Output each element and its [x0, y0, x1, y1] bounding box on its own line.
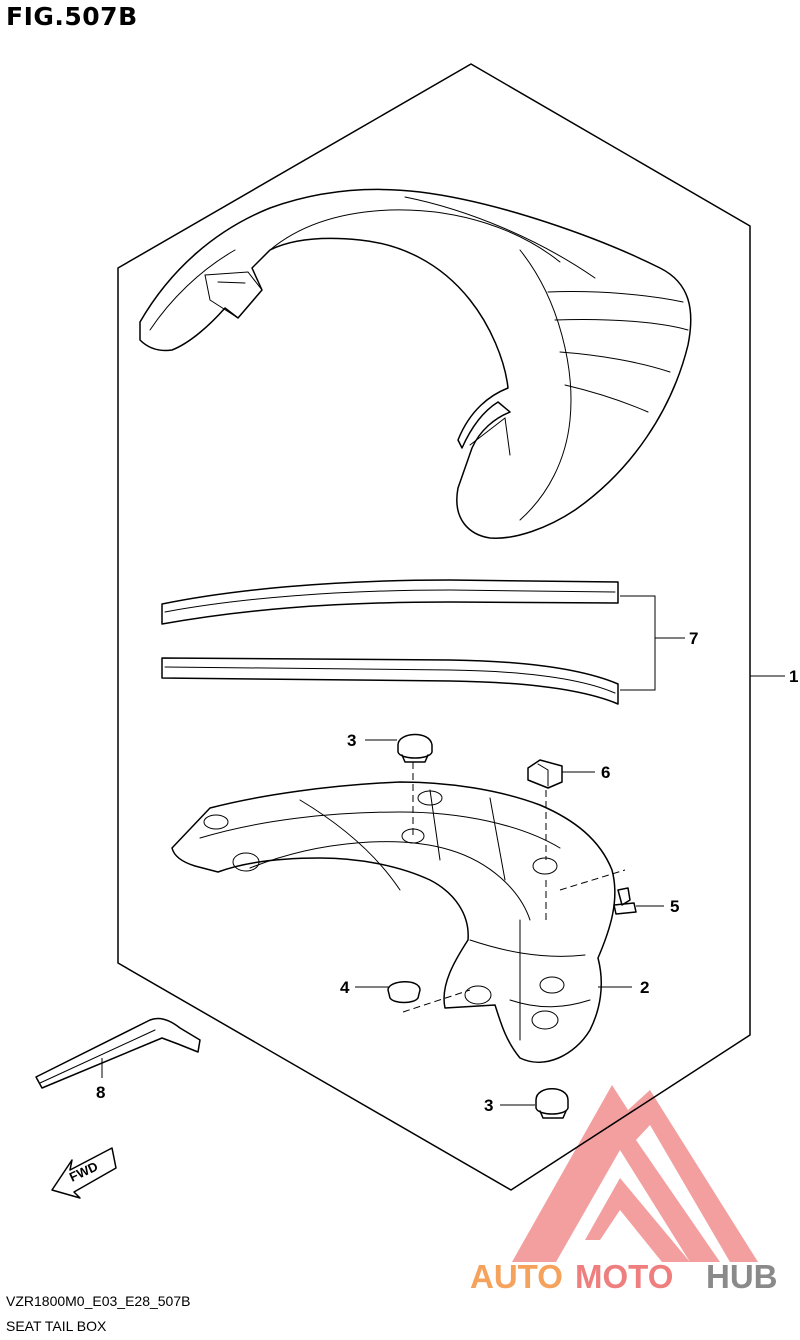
figure-title: FIG.507B	[6, 2, 138, 31]
trim-strip-lower	[161, 657, 619, 705]
watermark-text-moto: MOTO	[575, 1258, 673, 1295]
callout-4: 4	[340, 978, 350, 997]
assembly-line-bolt	[559, 869, 626, 891]
seat-tail-box-frame	[171, 781, 616, 1063]
watermark-text-auto: AUTO	[470, 1258, 563, 1295]
hex-key	[35, 1017, 201, 1089]
assembly-boundary	[117, 63, 751, 1191]
diagram-code: VZR1800M0_E03_E28_507B	[6, 1293, 191, 1309]
callout-1: 1	[789, 667, 798, 686]
watermark-text: AUTO MOTO HUB	[470, 1258, 778, 1295]
callout-3-upper: 3	[347, 731, 356, 750]
leader-7	[620, 595, 685, 691]
callout-3-lower: 3	[484, 1096, 493, 1115]
washer-cushion	[387, 981, 421, 1004]
assembly-line-washer	[402, 989, 471, 1013]
diagram-name: SEAT TAIL BOX	[6, 1318, 107, 1334]
seat-tail-cover	[139, 188, 692, 539]
trim-strip-upper	[161, 579, 619, 625]
callout-8: 8	[96, 1083, 105, 1102]
grommet-lower	[535, 1088, 569, 1119]
watermark-logo	[512, 1085, 758, 1262]
bolt	[613, 887, 637, 915]
callout-7: 7	[689, 629, 698, 648]
grommet-upper	[397, 733, 433, 763]
watermark-triangle-icon	[512, 1085, 758, 1262]
callout-6: 6	[601, 763, 610, 782]
clip-nut	[527, 759, 563, 789]
callout-2: 2	[640, 978, 649, 997]
watermark-text-hub: HUB	[706, 1258, 778, 1295]
callout-5: 5	[670, 897, 679, 916]
fwd-arrow-icon: FWD	[51, 1147, 117, 1199]
